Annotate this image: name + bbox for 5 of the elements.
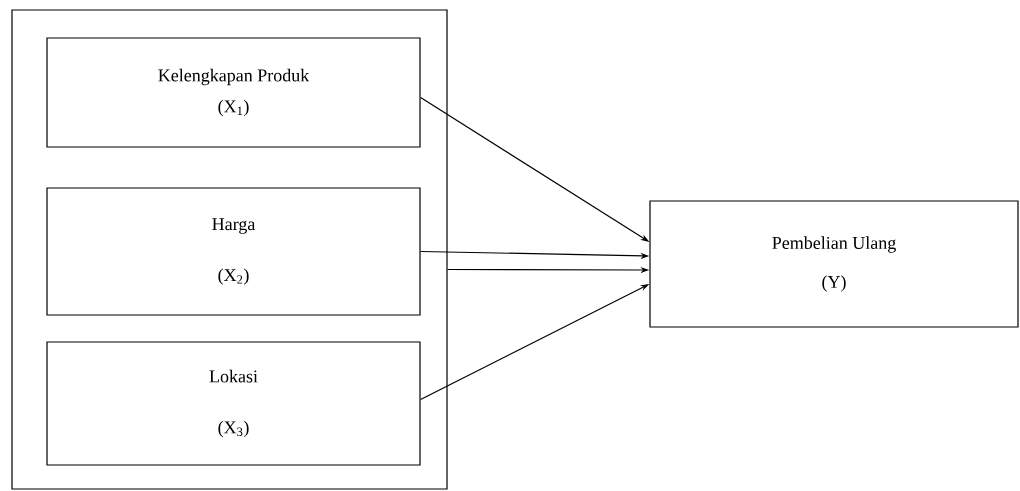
variable-box: Harga (X$_{2}$)	[46, 187, 421, 316]
variable-box: Lokasi (X$_{3}$)	[46, 341, 421, 466]
variable-box: Pembelian Ulang (Y)	[649, 200, 1019, 328]
variable-box: Kelengkapan Produk (X$_{1}$)	[46, 37, 421, 148]
outer-box	[11, 9, 448, 490]
